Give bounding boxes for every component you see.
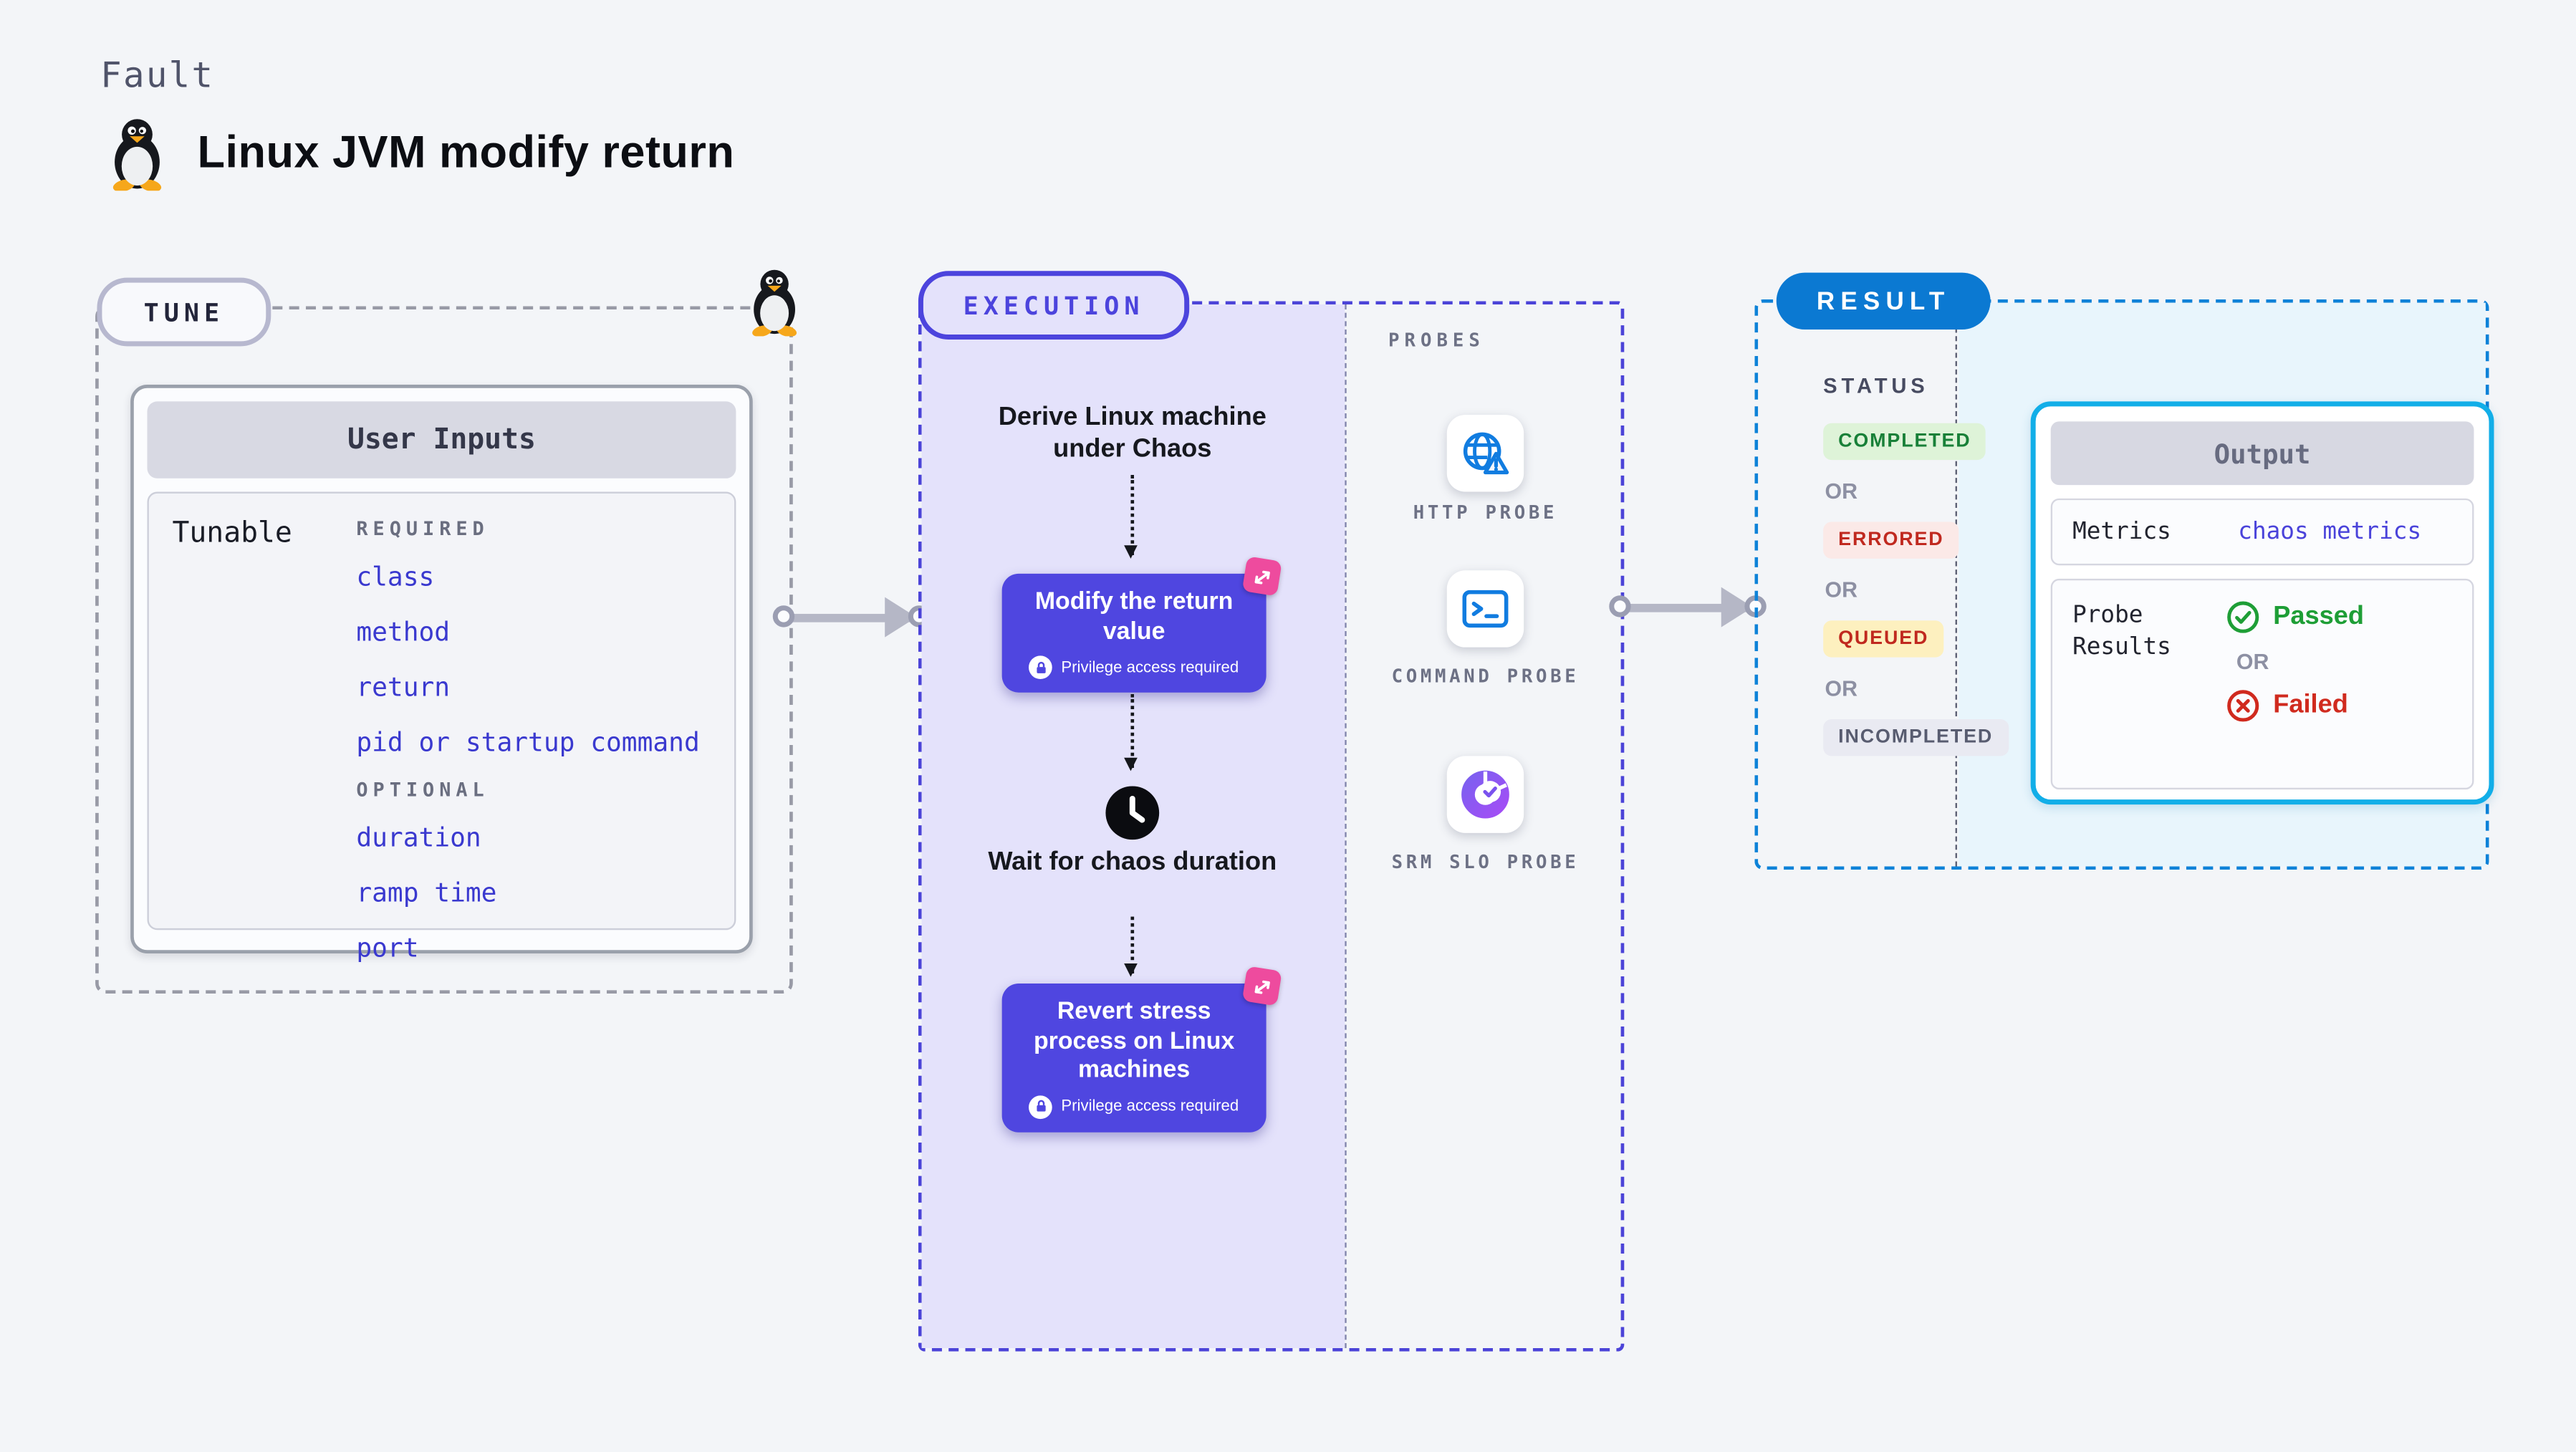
execution-flow: Derive Linux machine under Chaos Modify …: [922, 304, 1345, 1348]
flow-arrow-down-icon: [1124, 916, 1138, 977]
srm-slo-probe-label: SRM SLO PROBE: [1391, 851, 1580, 873]
failed-cross-icon: [2227, 690, 2259, 722]
lock-icon: [1029, 1095, 1053, 1118]
tunable-item-return[interactable]: return: [356, 672, 451, 703]
derive-step-label: Derive Linux machine under Chaos: [998, 403, 1267, 463]
status-heading: STATUS: [1823, 375, 1929, 398]
required-group-label: REQUIRED: [356, 516, 489, 541]
tunables-panel: Tunable REQUIRED class method return pid…: [147, 491, 736, 963]
flow-arrow-down-icon: [1124, 694, 1138, 771]
slo-donut-icon: [1461, 770, 1509, 819]
probe-results-label: Probe Results: [2072, 602, 2171, 661]
command-probe-label: COMMAND PROBE: [1391, 665, 1580, 688]
tux-penguin-icon: [752, 269, 797, 337]
or-separator: OR: [1825, 478, 1858, 504]
passed-label: Passed: [2273, 602, 2365, 631]
tunable-item-class[interactable]: class: [356, 562, 435, 592]
status-badge-errored: ERRORED: [1823, 521, 1959, 559]
tunable-item-pid-or-startup-command[interactable]: pid or startup command: [356, 727, 700, 758]
execution-to-result-arrow: [1609, 585, 1767, 629]
output-card-title: Output: [2050, 421, 2474, 486]
status-badge-completed: COMPLETED: [1823, 423, 1986, 461]
wait-step-label: Wait for chaos duration: [988, 847, 1277, 877]
status-badge-queued: QUEUED: [1823, 620, 1944, 658]
optional-group-label: OPTIONAL: [356, 777, 489, 802]
tunable-item-port[interactable]: port: [356, 933, 419, 963]
globe-alert-icon: [1463, 432, 1509, 475]
tune-pill: TUNE: [97, 277, 271, 347]
chaos-fault-badge-icon: [1241, 556, 1282, 597]
result-pill: RESULT: [1776, 272, 1991, 330]
execution-pill: EXECUTION: [918, 271, 1190, 340]
status-output-divider: [1955, 302, 1957, 867]
probes-panel-label: PROBES: [1388, 329, 1485, 352]
execution-section-box: Derive Linux machine under Chaos Modify …: [918, 301, 1625, 1352]
tunable-item-ramp-time[interactable]: ramp time: [356, 878, 497, 908]
status-badge-incompleted: INCOMPLETED: [1823, 719, 2009, 756]
srm-slo-probe-card[interactable]: [1446, 756, 1524, 833]
tune-to-execution-arrow: [772, 595, 931, 639]
page-title: Linux JVM modify return: [197, 127, 735, 178]
status-column: STATUS COMPLETED OR ERRORED OR QUEUED OR…: [1758, 303, 2009, 867]
command-probe-card[interactable]: [1446, 570, 1524, 648]
modify-step-label: Modify the return value: [1034, 588, 1234, 645]
chaos-metrics-link[interactable]: chaos metrics: [2238, 518, 2422, 546]
execution-probes-divider: [1345, 304, 1347, 1349]
probes-panel: PROBES HTTP PROBE COMMA: [1345, 304, 1620, 1348]
tunable-row-label: Tunable: [172, 516, 292, 551]
result-section-box: STATUS COMPLETED OR ERRORED OR QUEUED OR…: [1754, 299, 2494, 870]
tux-penguin-icon: [112, 119, 162, 191]
passed-check-icon: [2227, 601, 2259, 633]
wait-clock-icon: [1105, 786, 1160, 840]
tunable-item-method[interactable]: method: [356, 617, 451, 648]
revert-step-note: Privilege access required: [1061, 1097, 1239, 1116]
tunable-item-duration[interactable]: duration: [356, 822, 481, 853]
probe-results-row: Probe Results Passed OR: [2050, 578, 2474, 790]
lock-icon: [1029, 655, 1053, 680]
output-card: Output Metrics chaos metrics Probe Resul…: [2030, 401, 2494, 805]
metrics-label: Metrics: [2072, 518, 2171, 546]
revert-stress-step[interactable]: Revert stress process on Linux machines …: [1001, 966, 1282, 1132]
chaos-fault-badge-icon: [1241, 966, 1282, 1006]
user-inputs-card: User Inputs Tunable REQUIRED class metho…: [130, 385, 753, 963]
fault-eyebrow: Fault: [100, 55, 215, 96]
modify-step-note: Privilege access required: [1061, 658, 1239, 677]
or-separator: OR: [2236, 648, 2269, 675]
terminal-icon: [1462, 590, 1509, 628]
modify-return-step[interactable]: Modify the return value Privilege access…: [1001, 556, 1282, 693]
http-probe-card[interactable]: [1446, 415, 1524, 492]
connector-ring-icon: [1609, 595, 1631, 617]
connector-ring-icon: [772, 605, 795, 628]
user-inputs-title: User Inputs: [147, 401, 736, 479]
http-probe-label: HTTP PROBE: [1413, 501, 1558, 524]
failed-label: Failed: [2273, 691, 2348, 720]
revert-step-label: Revert stress process on Linux machines: [1033, 998, 1235, 1085]
or-separator: OR: [1825, 577, 1858, 602]
flow-arrow-down-icon: [1124, 475, 1138, 559]
metrics-row: Metrics chaos metrics: [2050, 498, 2474, 566]
tune-section-box: [95, 306, 793, 994]
or-separator: OR: [1825, 675, 1858, 701]
